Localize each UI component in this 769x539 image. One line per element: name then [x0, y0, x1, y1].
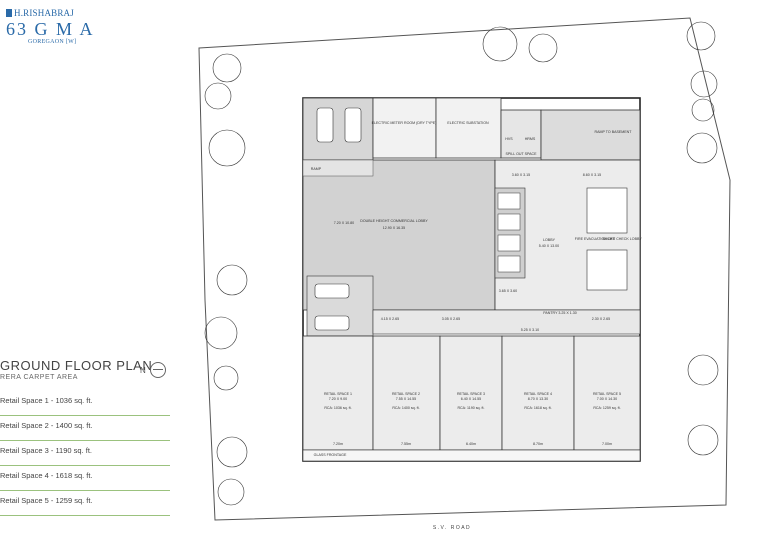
car-icon — [314, 315, 350, 331]
retail-3-name: RETAIL SPACE 3 — [457, 392, 485, 396]
lift-car-icon — [497, 213, 521, 231]
retail-4-dim: 8.70 X 13.30 — [528, 397, 548, 401]
dim-f-label: 5.25 X 3.10 — [521, 328, 539, 332]
legend-item: Retail Space 4 - 1618 sq. ft. — [0, 466, 170, 491]
fire-lift-label: FIRE EVACUATION LIFT — [575, 237, 616, 241]
retail-space-1 — [302, 335, 374, 451]
retail-1-width: 7.20m — [333, 442, 343, 446]
ramp-basement-label: RAMP TO BASEMENT — [595, 130, 633, 134]
legend-list: Retail Space 1 - 1036 sq. ft. Retail Spa… — [0, 391, 170, 516]
spill-label: SPILL OUT SPACE — [505, 152, 537, 156]
retail-4-rca: RCA: 1618 sq. ft. — [524, 406, 551, 410]
retail-zone — [302, 335, 641, 451]
hrms-label: HRMS — [525, 137, 536, 141]
staircase — [586, 249, 628, 291]
ramp-strip — [302, 159, 374, 177]
dim-d-label: 4.15 X 2.65 — [381, 317, 399, 321]
retail-2-dim: 7.55 X 14.55 — [396, 397, 416, 401]
legend-subtitle: RERA CARPET AREA — [0, 374, 78, 381]
substation — [435, 97, 502, 159]
dim-left-label: 7.20 X 10.80 — [334, 221, 354, 225]
retail-1-name: RETAIL SPACE 1 — [324, 392, 352, 396]
project-location: GOREGAON [W] — [28, 39, 77, 45]
retail-labels: RETAIL SPACE 1 7.20 X 9.00 RCA: 1036 sq.… — [324, 392, 621, 446]
service-strip — [372, 309, 641, 335]
smoke-lobby-label: SMOKE CHECK LOBBY — [602, 237, 642, 241]
retail-space-4 — [501, 335, 575, 451]
retail-3-rca: RCA: 1190 sq. ft. — [457, 406, 484, 410]
retail-4-name: RETAIL SPACE 4 — [524, 392, 552, 396]
lobby-dim: 5.40 X 13.00 — [539, 244, 559, 248]
tree-icon — [204, 21, 719, 506]
retail-2-rca: RCA: 1400 sq. ft. — [392, 406, 419, 410]
meter-room — [372, 97, 437, 159]
dim-b-label: 8.60 X 3.15 — [583, 173, 601, 177]
brand-mark-icon — [6, 9, 12, 17]
floor-legend: GROUND FLOOR PLAN RERA CARPET AREA Retai… — [0, 358, 170, 516]
car-icon — [344, 107, 362, 143]
parking-area — [302, 97, 374, 161]
glass-frontage — [302, 449, 641, 462]
project-logo: H.RISHABRAJ 63 G M A GOREGAON [W] — [6, 8, 166, 45]
road-label: S.V. ROAD — [433, 525, 471, 531]
retail-4-width: 8.70m — [533, 442, 543, 446]
car-icon — [314, 283, 350, 299]
dim-a-label: 3.60 X 3.15 — [512, 173, 530, 177]
lift-car-icon — [497, 234, 521, 252]
retail-3-dim: 6.40 X 14.55 — [461, 397, 481, 401]
retail-2-name: RETAIL SPACE 2 — [392, 392, 420, 396]
north-label: N — [140, 365, 146, 375]
project-name: 63 G M A — [6, 19, 95, 39]
ramp-label: RAMP — [311, 167, 322, 171]
retail-2-width: 7.55m — [401, 442, 411, 446]
service-shafts — [500, 109, 542, 159]
retail-space-5 — [573, 335, 641, 451]
substation-label: ELECTRIC SUBSTATION — [447, 121, 489, 125]
staircase — [586, 187, 628, 234]
retail-5-name: RETAIL SPACE 5 — [593, 392, 621, 396]
dim-c-label: 3.65 X 3.60 — [499, 289, 517, 293]
lobby-label: LOBBY — [543, 238, 556, 242]
legend-item: Retail Space 5 - 1259 sq. ft. — [0, 491, 170, 516]
north-indicator: N — [140, 362, 166, 378]
lift-car-icon — [497, 255, 521, 273]
pantry-label: PANTRY 3.25 X 1.30 — [543, 311, 577, 315]
retail-5-rca: RCA: 1259 sq. ft. — [593, 406, 620, 410]
north-arrow-icon — [149, 362, 166, 378]
meter-room-label: ELECTRIC METER ROOM (DRY TYPE) — [372, 121, 437, 125]
retail-1-dim: 7.20 X 9.00 — [329, 397, 347, 401]
legend-item: Retail Space 2 - 1400 sq. ft. — [0, 416, 170, 441]
brand-name: H.RISHABRAJ — [14, 8, 74, 18]
legend-item: Retail Space 1 - 1036 sq. ft. — [0, 391, 170, 416]
legend-title: GROUND FLOOR PLAN — [0, 358, 153, 373]
dim-g-label: 2.30 X 2.65 — [592, 317, 610, 321]
plot-boundary — [198, 17, 731, 521]
car-icon — [316, 107, 334, 143]
retail-3-width: 6.40m — [466, 442, 476, 446]
dim-e-label: 3.05 X 2.65 — [442, 317, 460, 321]
retail-5-dim: 7.00 X 14.30 — [597, 397, 617, 401]
glass-frontage-label: GLASS FRONTAGE — [314, 453, 347, 457]
lift-car-icon — [497, 192, 521, 210]
lobby-main-label: DOUBLE HEIGHT COMMERCIAL LOBBY — [360, 219, 428, 223]
retail-5-width: 7.00m — [602, 442, 612, 446]
retail-space-3 — [439, 335, 503, 451]
ramp-basement-room — [540, 109, 641, 161]
hvs-label: HVS — [505, 137, 513, 141]
retail-space-2 — [372, 335, 441, 451]
lobby-main-dim: 12.90 X 16.35 — [383, 226, 405, 230]
retail-1-rca: RCA: 1036 sq. ft. — [324, 406, 351, 410]
legend-item: Retail Space 3 - 1190 sq. ft. — [0, 441, 170, 466]
